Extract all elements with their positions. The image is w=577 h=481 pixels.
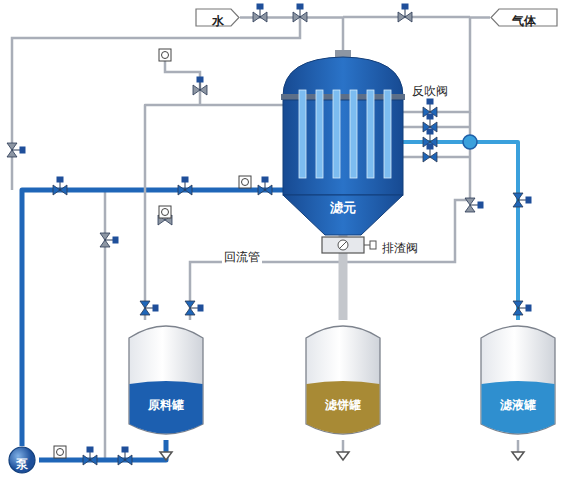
label-wrap: 反吹阀 <box>410 80 450 99</box>
valve <box>158 207 172 225</box>
pipe-label: 回流管 <box>222 250 262 264</box>
valve <box>293 4 307 22</box>
manifold <box>463 135 477 149</box>
valve <box>423 144 437 162</box>
gas-inlet: 气体 <box>490 8 558 27</box>
pipe-connector <box>39 440 166 460</box>
filter-tube <box>333 90 340 178</box>
pipe-connector <box>145 105 283 320</box>
text-wrap: 泵 <box>5 453 39 472</box>
label-wrap: 回流管 <box>222 246 262 265</box>
valve <box>7 143 25 157</box>
drain <box>517 440 520 452</box>
valve <box>100 233 118 247</box>
pressure-gauge <box>159 206 171 218</box>
drain-cones <box>160 452 524 460</box>
valve <box>118 447 132 465</box>
node-text: 气体 <box>512 14 536 28</box>
filter-vessel: 滤元 <box>283 50 403 235</box>
bypass-pipe <box>104 190 107 460</box>
valve-symbols <box>7 4 531 465</box>
flush-pipe <box>12 17 300 190</box>
text-wrap: 滤元 <box>283 197 403 216</box>
feed-tank: 原料罐 <box>128 320 204 440</box>
valve-label: 排渣阀 <box>380 241 420 255</box>
valve <box>398 4 412 22</box>
filtrate-tank: 滤液罐 <box>480 320 556 440</box>
pipe-connector <box>403 142 518 320</box>
text-wrap: 滤液罐 <box>480 394 556 413</box>
node-text: 泵 <box>16 457 28 471</box>
pressure-gauge <box>239 176 251 188</box>
pipe-connector <box>339 235 348 320</box>
pipe-connector <box>403 18 490 113</box>
filter-tube <box>316 90 323 178</box>
filter-tube <box>299 90 306 178</box>
water-inlet: 水 <box>195 8 240 27</box>
cake-tank: 滤饼罐 <box>305 320 381 440</box>
valve <box>253 4 267 22</box>
tank-outline <box>128 320 204 440</box>
text-wrap: 滤饼罐 <box>305 394 381 413</box>
node-text: 水 <box>212 14 224 28</box>
valve <box>513 193 531 207</box>
tank-outline <box>305 320 381 440</box>
pressure-gauge <box>159 49 171 61</box>
auxiliary-pipes <box>12 17 518 460</box>
pressure-gauge <box>54 446 66 458</box>
valve <box>185 301 203 315</box>
vent-pipe <box>165 55 200 105</box>
return-pipe <box>190 262 343 320</box>
valve-label: 反吹阀 <box>410 84 450 98</box>
valve <box>193 77 207 95</box>
drain <box>342 440 345 452</box>
filter-tube <box>384 90 391 178</box>
filter-tube <box>350 90 357 178</box>
valve <box>178 177 192 195</box>
valve <box>513 301 531 315</box>
node-text: 滤液罐 <box>500 398 536 412</box>
tank-outline <box>480 320 556 440</box>
node-text: 原料罐 <box>148 398 184 412</box>
text-wrap: 水 <box>195 10 240 29</box>
pipe-connector <box>22 190 283 446</box>
node-text: 滤饼罐 <box>325 398 361 412</box>
node-text: 滤元 <box>330 200 356 216</box>
text-wrap: 气体 <box>490 10 558 29</box>
pump: 泵 <box>5 446 39 474</box>
pipe-connector <box>240 18 343 51</box>
slag-valve <box>322 237 376 253</box>
valve <box>258 177 272 195</box>
filter-tube <box>367 90 374 178</box>
valve <box>140 301 158 315</box>
valve <box>83 447 97 465</box>
valve <box>53 177 67 195</box>
text-wrap: 原料罐 <box>128 394 204 413</box>
label-wrap: 排渣阀 <box>380 237 420 256</box>
valve <box>465 198 483 212</box>
